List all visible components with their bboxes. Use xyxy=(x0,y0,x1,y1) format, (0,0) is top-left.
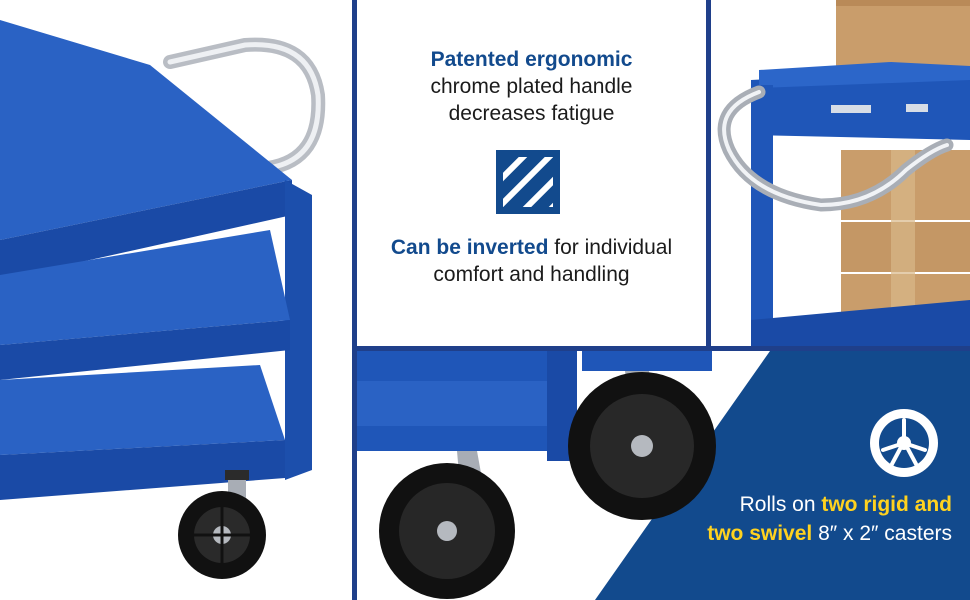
cart-illustration xyxy=(0,20,326,579)
casters-caption-suffix: 8″ x 2″ casters xyxy=(812,522,952,545)
handle-caption: Patented ergonomic chrome plated handle … xyxy=(357,46,706,127)
vertical-divider-right xyxy=(706,0,711,351)
inverted-handle-photo-panel xyxy=(711,0,970,346)
inverted-cart-illustration xyxy=(717,0,970,346)
handle-caption-line2: chrome plated handle xyxy=(430,75,633,98)
casters-caption-prefix: Rolls on xyxy=(739,493,822,516)
wheel-icon xyxy=(868,407,940,479)
handle-caption-line3: decreases fatigue xyxy=(448,102,615,125)
casters-caption: Rolls on two rigid and two swivel 8″ x 2… xyxy=(652,490,952,548)
invert-caption-line2: comfort and handling xyxy=(433,263,630,286)
casters-caption-bold1: two rigid and xyxy=(821,493,952,516)
invert-caption-bold: Can be inverted xyxy=(390,236,549,259)
invert-caption: Can be inverted for individual comfort a… xyxy=(357,234,706,288)
invert-caption-rest: for individual xyxy=(548,236,673,259)
diagonal-stripes-icon xyxy=(496,150,560,214)
horizontal-divider xyxy=(357,346,970,351)
handle-caption-bold: Patented ergonomic xyxy=(430,48,633,71)
casters-caption-bold2: two swivel xyxy=(707,522,813,545)
casters-illustration xyxy=(357,351,970,600)
casters-feature-panel xyxy=(357,351,970,600)
handle-feature-panel: Patented ergonomic chrome plated handle … xyxy=(357,0,706,346)
vertical-divider-left xyxy=(352,0,357,600)
cart-photo-panel xyxy=(0,0,352,600)
